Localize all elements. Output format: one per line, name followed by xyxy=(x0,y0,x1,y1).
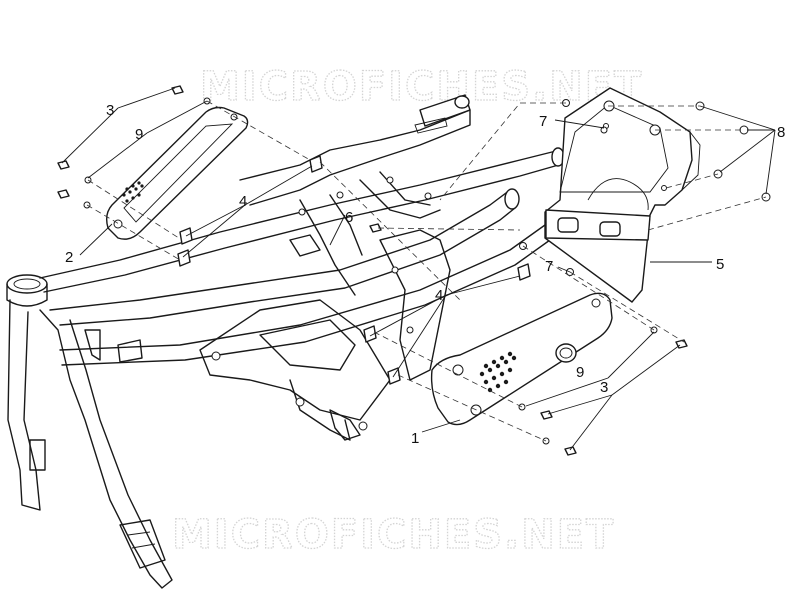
callout-7-top: 7 xyxy=(539,113,547,130)
left-side-cover xyxy=(105,106,249,240)
leader-lines xyxy=(61,87,776,451)
callout-4-mid: 4 xyxy=(435,287,443,304)
callout-5: 5 xyxy=(716,256,724,273)
callout-3-right: 3 xyxy=(600,379,608,396)
frame-assembly xyxy=(6,94,565,589)
assembly-lines xyxy=(86,100,767,442)
callout-6: 6 xyxy=(345,209,353,226)
top-tube-upper xyxy=(39,149,561,279)
watermark-top: MICROFICHES.NET xyxy=(200,64,643,110)
steering-head xyxy=(6,274,48,307)
front-downtube xyxy=(7,299,41,511)
rear-cover-box xyxy=(544,87,701,303)
callout-7-mid: 7 xyxy=(545,258,553,275)
callout-2: 2 xyxy=(65,249,73,266)
callout-1: 1 xyxy=(411,430,419,447)
callout-numbers: 3 9 2 4 6 7 8 5 7 4 9 3 1 xyxy=(65,102,785,447)
right-side-cover xyxy=(430,292,613,426)
callout-8: 8 xyxy=(777,124,785,141)
top-tube-lower xyxy=(49,189,511,311)
callout-9-right: 9 xyxy=(576,364,584,381)
vent-holes xyxy=(479,351,517,393)
callout-3-left: 3 xyxy=(106,102,114,119)
frame-backbone xyxy=(239,109,471,206)
callout-9-left: 9 xyxy=(135,126,143,143)
watermark-bottom: MICROFICHES.NET xyxy=(172,512,615,558)
callout-4-top: 4 xyxy=(239,193,247,210)
